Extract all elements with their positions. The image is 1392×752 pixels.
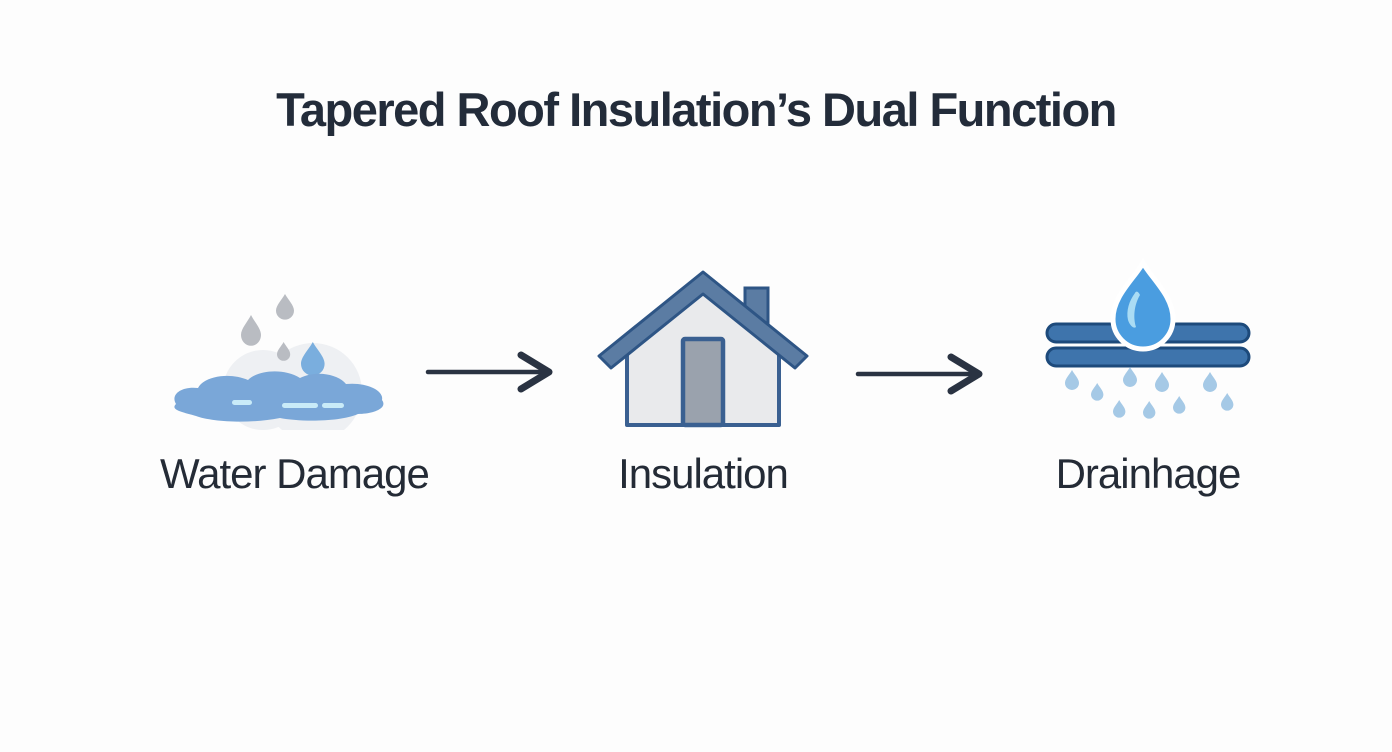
arrow-right-icon <box>854 352 990 401</box>
node-label-water-damage: Water Damage <box>160 450 430 497</box>
membrane-drip-icon <box>1045 258 1251 419</box>
node-drainage: Drainhage <box>1033 258 1263 503</box>
node-label-insulation: Insulation <box>618 450 789 497</box>
node-insulation: Insulation <box>593 262 813 502</box>
page-title: Tapered Roof Insulation’s Dual Function <box>276 83 1117 136</box>
arrow-right-icon <box>424 350 560 399</box>
node-label-drainage: Drainhage <box>1055 450 1242 497</box>
rain-puddle-icon <box>174 294 384 430</box>
node-water-damage: Water Damage <box>160 290 430 505</box>
house-icon <box>597 270 809 428</box>
